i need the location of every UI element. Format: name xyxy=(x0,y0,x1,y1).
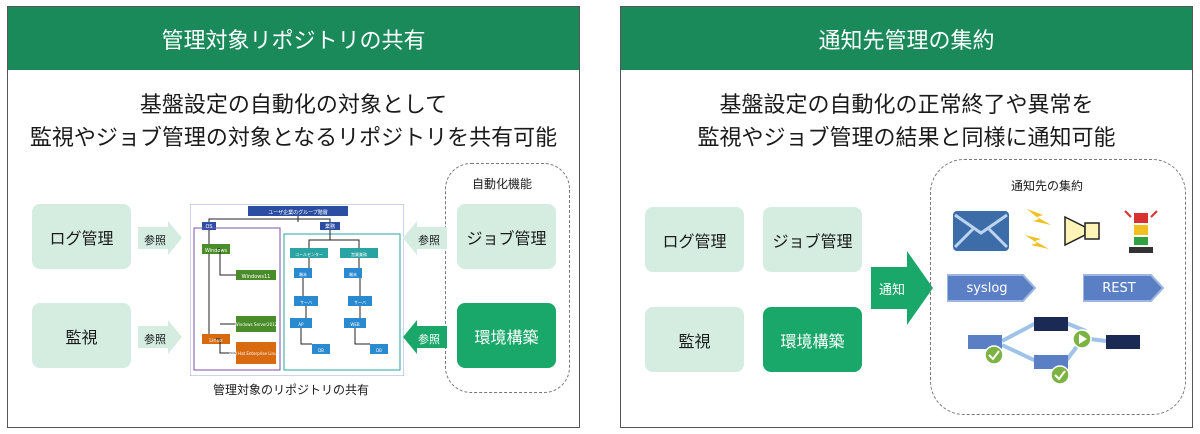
notification-group xyxy=(930,159,1186,415)
svg-text:DB: DB xyxy=(318,348,324,353)
hierarchy-top-node xyxy=(248,206,348,216)
right-monitoring-box: 監視 xyxy=(645,307,744,372)
ref-label-3: 参照 xyxy=(418,234,440,247)
left-panel: 管理対象リポジトリの共有 基盤設定の自動化の対象として 監視やジョブ管理の対象と… xyxy=(7,6,580,428)
automation-group xyxy=(445,163,570,393)
svg-text:Windows11: Windows11 xyxy=(242,274,271,280)
ref-label-4: 参照 xyxy=(418,333,440,346)
speaker-icon xyxy=(1064,215,1100,247)
job-management-box: ジョブ管理 xyxy=(457,204,556,269)
repository-hierarchy-diagram: ユーザ企業のグループ階層 OS 業務 Windows Windows11 Win… xyxy=(190,204,404,376)
signal-tower-icon xyxy=(1124,210,1158,253)
svg-text:AP: AP xyxy=(298,322,304,327)
right-panel: 通知先管理の集約 基盤設定の自動化の正常終了や異常を 監視やジョブ管理の結果と同… xyxy=(620,6,1193,428)
rest-tag xyxy=(1083,274,1165,302)
left-headline-1: 基盤設定の自動化の対象として xyxy=(139,93,448,118)
diagram-caption: 管理対象のリポジトリの共有 xyxy=(213,383,370,397)
svg-text:サーバ: サーバ xyxy=(354,300,366,305)
environment-build-box: 環境構築 xyxy=(457,303,556,368)
right-environment-build-box: 環境構築 xyxy=(763,307,862,372)
ref-arrow-left-3 xyxy=(403,221,447,255)
mail-icon xyxy=(953,211,1009,251)
svg-text:WEB: WEB xyxy=(350,322,359,327)
right-panel-title: 通知先管理の集約 xyxy=(621,7,1192,70)
svg-text:OS: OS xyxy=(205,224,212,230)
svg-text:端末: 端末 xyxy=(349,271,357,277)
left-headline-2: 監視やジョブ管理の対象となるリポジトリを共有可能 xyxy=(29,126,558,151)
svg-text:Windows: Windows xyxy=(205,248,228,254)
right-log-management-box: ログ管理 xyxy=(645,207,744,272)
monitoring-box: 監視 xyxy=(32,303,131,368)
syslog-label: syslog xyxy=(966,280,1008,296)
log-management-box: ログ管理 xyxy=(32,204,131,269)
notify-arrow xyxy=(871,251,933,325)
diagram-top-label: ユーザ企業のグループ階層 xyxy=(268,209,328,216)
svg-text:端末: 端末 xyxy=(299,271,307,277)
svg-text:サーバ: サーバ xyxy=(300,300,312,305)
right-job-management-box: ジョブ管理 xyxy=(763,207,862,272)
ref-arrow-right-2 xyxy=(138,320,182,354)
notify-label: 通知 xyxy=(879,283,906,298)
ref-label-2: 参照 xyxy=(144,333,166,346)
svg-text:コールセンター: コールセンター xyxy=(295,251,323,257)
right-headline-2: 監視やジョブ管理の結果と同様に通知可能 xyxy=(697,126,1116,151)
notification-group-title: 通知先の集約 xyxy=(1011,179,1084,193)
ref-arrow-left-4 xyxy=(403,320,447,354)
rest-label: REST xyxy=(1102,280,1136,296)
svg-text:Red Hat Enterprise Linux 8: Red Hat Enterprise Linux 8 xyxy=(229,351,283,356)
ref-label-1: 参照 xyxy=(144,234,166,247)
svg-text:Linux: Linux xyxy=(209,338,223,344)
svg-text:業務: 業務 xyxy=(325,223,335,230)
automation-title: 自動化機能 xyxy=(472,177,533,191)
svg-text:Windows Server2012: Windows Server2012 xyxy=(235,322,278,327)
left-panel-title: 管理対象リポジトリの共有 xyxy=(8,7,579,70)
syslog-tag xyxy=(947,274,1037,302)
ref-arrow-right-1 xyxy=(138,221,182,255)
svg-text:営業業務: 営業業務 xyxy=(351,251,367,257)
svg-text:DB: DB xyxy=(376,348,382,353)
lightning-icon xyxy=(1025,209,1051,249)
workflow-icon xyxy=(968,317,1140,385)
right-headline-1: 基盤設定の自動化の正常終了や異常を xyxy=(719,93,1094,118)
